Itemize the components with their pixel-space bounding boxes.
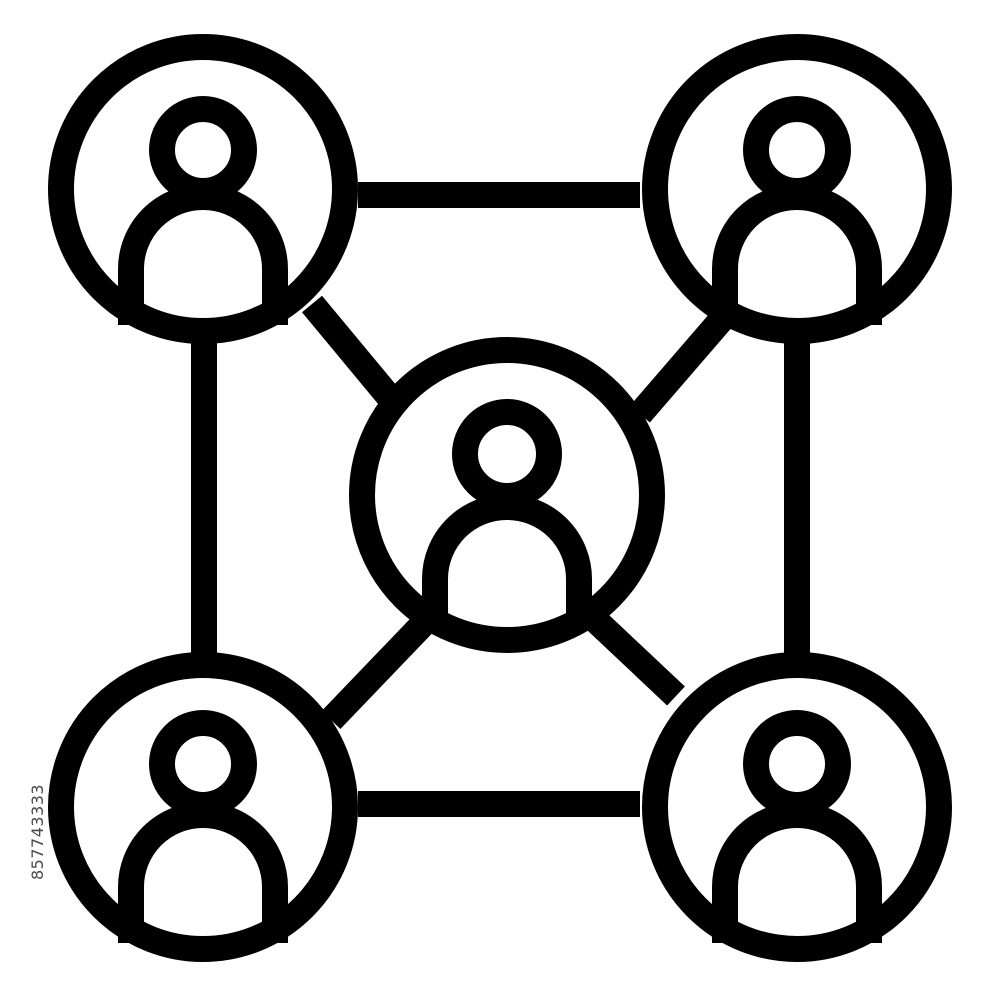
person-node-center: [349, 337, 665, 653]
person-node-top-right: [642, 34, 952, 344]
network-connectors: [191, 182, 810, 817]
person-head-icon: [149, 96, 257, 204]
person-node-top-left: [48, 34, 358, 344]
connector-center-top-right: [630, 310, 732, 423]
person-body-icon: [118, 802, 288, 943]
node-ring: [48, 34, 358, 344]
person-head-icon: [452, 399, 562, 509]
stock-id-watermark: 857743333: [28, 783, 47, 880]
node-ring: [642, 34, 952, 344]
node-ring: [48, 652, 358, 962]
node-ring: [349, 337, 665, 653]
connector-center-bottom-right: [581, 605, 685, 706]
person-head-icon: [149, 710, 257, 818]
person-node-bottom-left: [48, 652, 358, 962]
person-head-icon: [743, 96, 851, 204]
node-ring: [642, 652, 952, 962]
connector-center-bottom-left: [321, 613, 435, 729]
person-node-bottom-right: [642, 652, 952, 962]
person-body-icon: [712, 802, 882, 943]
person-body-icon: [422, 494, 592, 621]
person-body-icon: [712, 184, 882, 325]
person-body-icon: [118, 184, 288, 325]
connector-center-top-left: [301, 295, 401, 407]
person-head-icon: [743, 710, 851, 818]
